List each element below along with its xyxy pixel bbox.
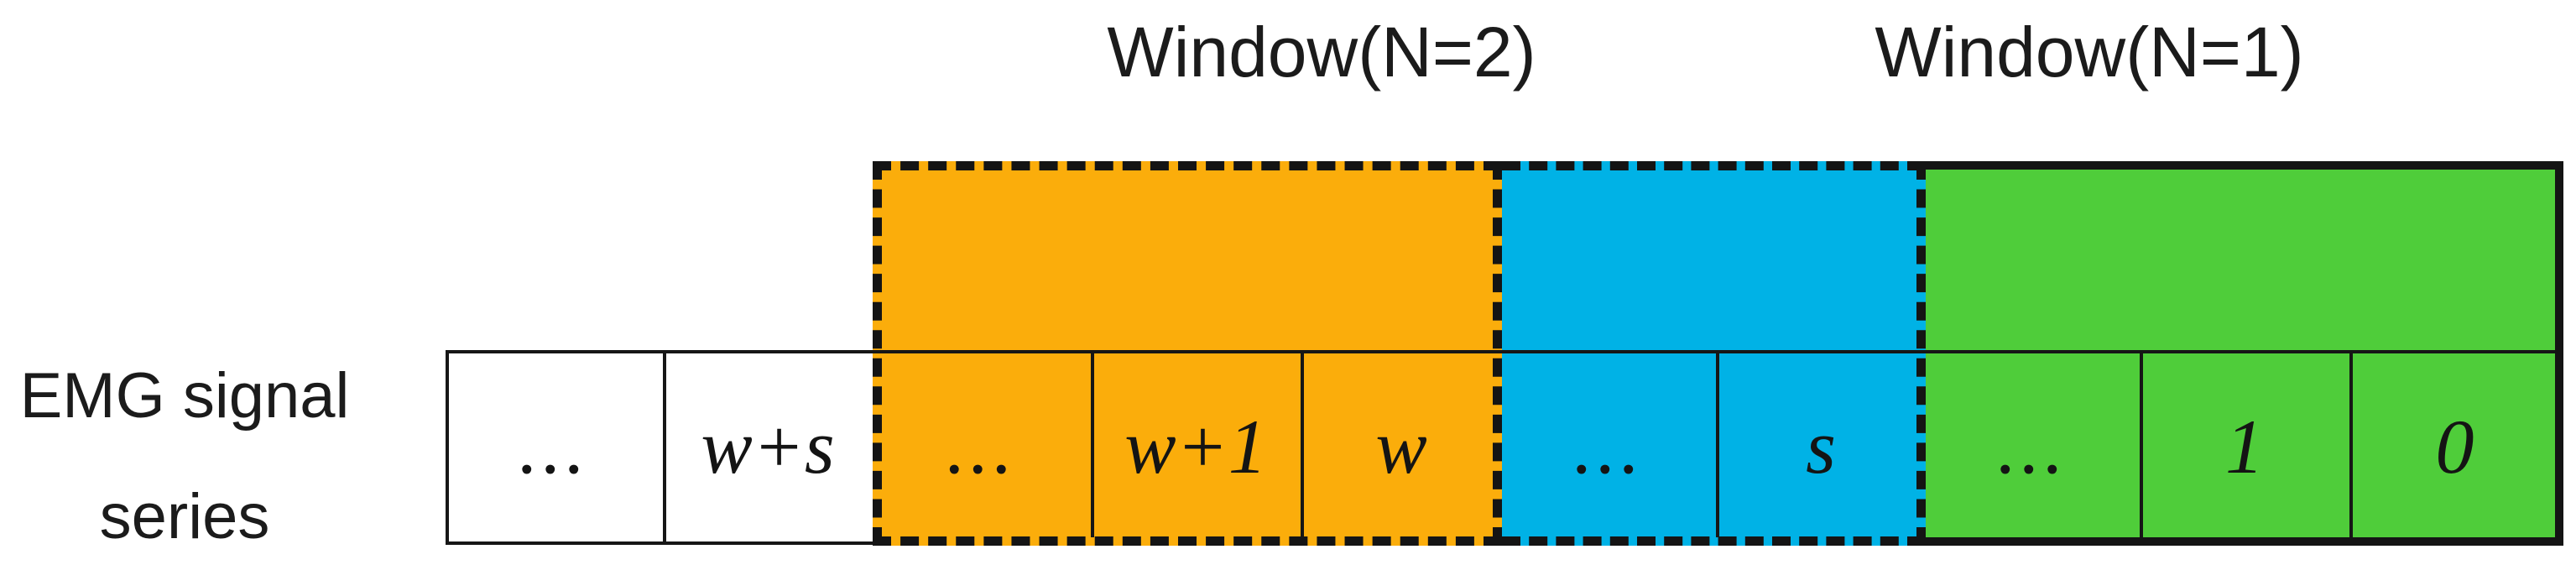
signal-row-top-line: [446, 350, 2555, 353]
window-n1-label: Window(N=1): [1875, 13, 2304, 92]
signal-cell-ellipsis-blue: ...: [1573, 404, 1645, 489]
orange-cell-divider-1: [1091, 352, 1094, 537]
series-label-line2: series: [99, 481, 270, 553]
signal-cell-ellipsis-green: ...: [1997, 404, 2068, 489]
signal-cell-0: 0: [2435, 404, 2474, 489]
signal-cell-ellipsis-orange: ...: [946, 404, 1017, 489]
window-n1-green-block: [1926, 161, 2563, 546]
series-label-line1: EMG signal: [19, 360, 350, 432]
white-cells-bottom-line: [446, 541, 873, 545]
orange-cell-divider-2: [1301, 352, 1304, 537]
signal-cell-ellipsis-left: ...: [519, 404, 590, 489]
signal-cell-s: s: [1806, 404, 1836, 489]
white-cell-divider: [663, 350, 666, 545]
window-overlap-blue-block: [1502, 161, 1926, 546]
window-n2-orange-block: [873, 161, 1502, 546]
green-cell-divider-2: [2349, 352, 2353, 537]
green-cell-divider-1: [2140, 352, 2143, 537]
signal-cell-w-plus-s: w+s: [701, 404, 835, 489]
signal-cell-w: w: [1375, 404, 1427, 489]
signal-cell-1: 1: [2225, 404, 2264, 489]
signal-cell-w-plus-1: w+1: [1124, 404, 1267, 489]
series-label: EMG signal series: [0, 336, 369, 565]
blue-cell-divider: [1716, 352, 1719, 537]
white-cells-left-border: [446, 350, 449, 545]
window-n2-label: Window(N=2): [1107, 13, 1536, 92]
